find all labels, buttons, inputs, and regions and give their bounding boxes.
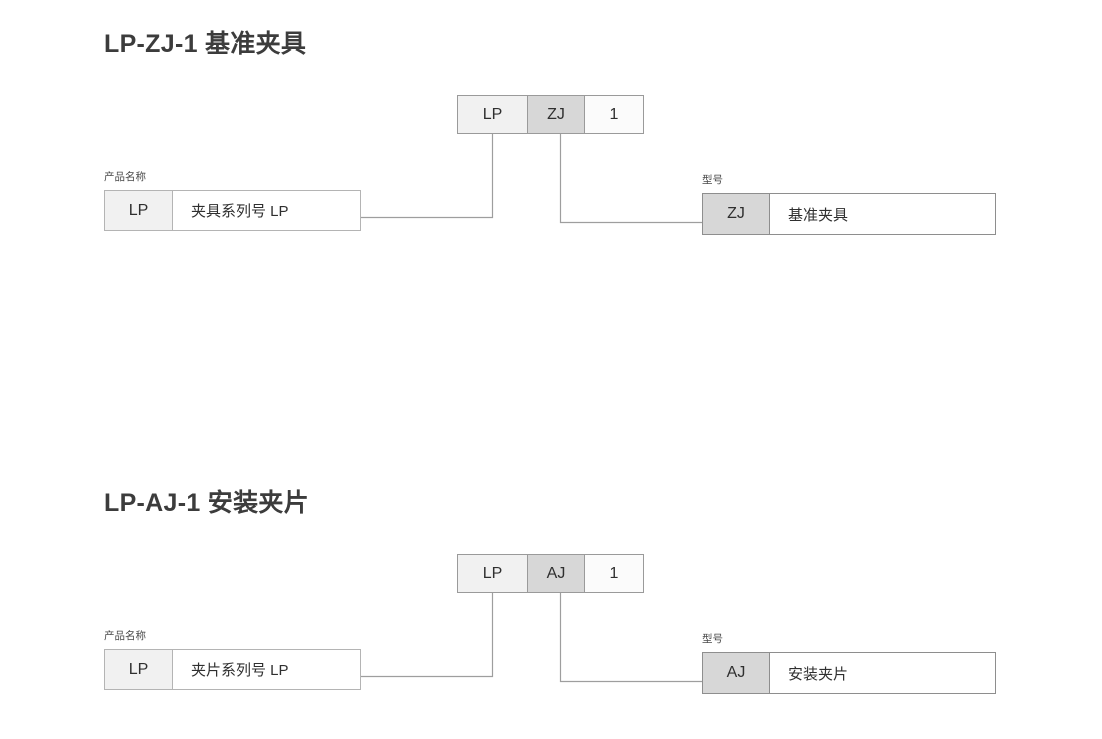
product-name-box: LP 夹片系列号 LP bbox=[104, 649, 361, 690]
model-detail: 型号 AJ 安装夹片 bbox=[702, 631, 996, 694]
model-label: 型号 bbox=[702, 174, 723, 186]
product-name-key: LP bbox=[105, 650, 173, 689]
model-key: AJ bbox=[703, 653, 770, 693]
product-name-detail: 产品名称 LP 夹具系列号 LP bbox=[104, 169, 361, 231]
product-name-detail: 产品名称 LP 夹片系列号 LP bbox=[104, 628, 361, 690]
product-name-value: 夹片系列号 LP bbox=[191, 662, 289, 679]
model-box: AJ 安装夹片 bbox=[702, 652, 996, 694]
model-key: ZJ bbox=[703, 194, 770, 234]
section-heading: LP-ZJ-1 基准夹具 bbox=[104, 30, 307, 58]
code-segment-model: ZJ bbox=[528, 96, 585, 133]
product-name-label: 产品名称 bbox=[104, 630, 146, 642]
model-box: ZJ 基准夹具 bbox=[702, 193, 996, 235]
code-segment-number: 1 bbox=[585, 96, 643, 133]
product-name-value: 夹具系列号 LP bbox=[191, 203, 289, 220]
code-segment-number: 1 bbox=[585, 555, 643, 592]
connector-series-path bbox=[361, 134, 494, 219]
code-row: LP AJ 1 bbox=[457, 554, 644, 593]
model-label: 型号 bbox=[702, 633, 723, 645]
product-name-key: LP bbox=[105, 191, 173, 230]
model-value: 基准夹具 bbox=[788, 206, 849, 224]
connector-model-path bbox=[559, 593, 702, 683]
section-heading: LP-AJ-1 安装夹片 bbox=[104, 489, 310, 517]
connector-series-path bbox=[361, 593, 494, 678]
code-row: LP ZJ 1 bbox=[457, 95, 644, 134]
code-segment-model: AJ bbox=[528, 555, 585, 592]
code-segment-series: LP bbox=[458, 555, 528, 592]
product-name-box: LP 夹具系列号 LP bbox=[104, 190, 361, 231]
product-name-label: 产品名称 bbox=[104, 171, 146, 183]
model-value: 安装夹片 bbox=[788, 665, 849, 683]
model-detail: 型号 ZJ 基准夹具 bbox=[702, 172, 996, 235]
code-segment-series: LP bbox=[458, 96, 528, 133]
connector-model-path bbox=[559, 134, 702, 224]
